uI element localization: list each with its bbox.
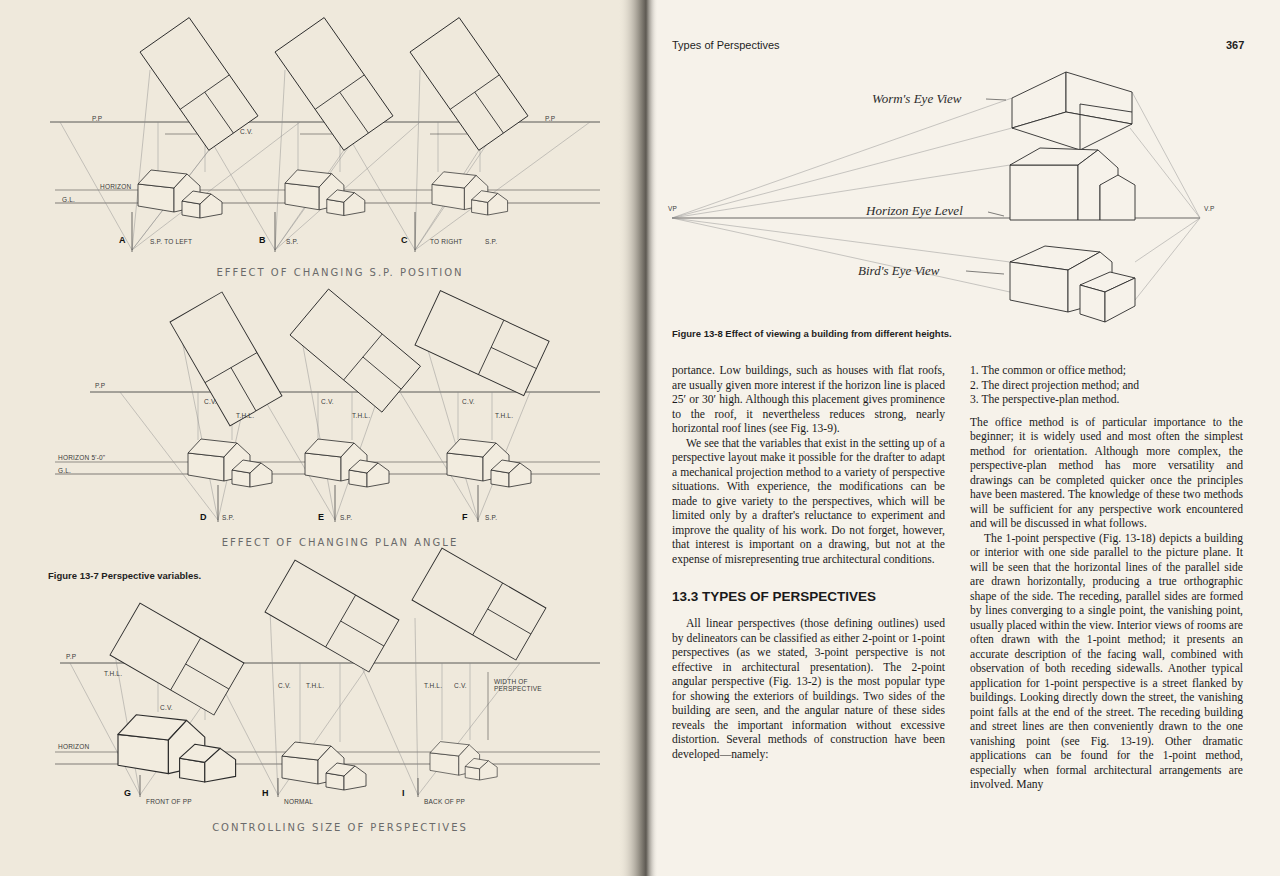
body-paragraph: The office method is of particular impor… <box>970 416 1243 532</box>
drawing-label: P.P <box>545 115 555 122</box>
row-title: EFFECT OF CHANGING PLAN ANGLE <box>222 538 458 548</box>
house-perspective <box>432 172 508 215</box>
drawing-label: G.L. <box>58 467 71 474</box>
building-plan <box>140 18 258 151</box>
building-plan <box>290 289 420 412</box>
view-letter: I <box>402 789 405 798</box>
view-letter: G <box>124 789 131 798</box>
drawing-label: V.P <box>1204 205 1214 212</box>
drawing-label: C.V. <box>204 398 217 405</box>
drawing-label: T.H.L. <box>236 412 254 419</box>
building-plan <box>110 603 244 715</box>
view-letter: D <box>200 513 207 522</box>
drawing-label: WIDTH OF PERSPECTIVE <box>494 678 558 692</box>
right-page <box>640 0 1280 876</box>
view-label: Horizon Eye Level <box>866 204 963 217</box>
drawing-label: VP <box>668 205 677 212</box>
drawing-label: S.P. <box>222 514 234 521</box>
drawing-label: S.P. <box>485 514 497 521</box>
view-letter: B <box>259 236 266 245</box>
figure-caption: Figure 13-7 Perspective variables. <box>48 570 201 581</box>
house-perspective <box>430 742 497 780</box>
building-plan <box>415 291 549 396</box>
house-perspective <box>188 439 272 487</box>
drawing-label: C.V. <box>462 398 475 405</box>
building-plan <box>275 18 393 151</box>
view-label: Worm's Eye View <box>872 92 961 105</box>
building-plan <box>410 18 528 151</box>
drawing-label: T.H.L. <box>495 412 513 419</box>
running-head: Types of Perspectives <box>672 40 780 51</box>
drawing-label: C.V. <box>240 128 253 135</box>
drawing-label: C.V. <box>321 398 334 405</box>
building-plan <box>412 548 546 660</box>
text-column: 1. The common or office method;2. The di… <box>970 364 1243 793</box>
drawing-label: S.P. <box>340 514 352 521</box>
row-title: EFFECT OF CHANGING S.P. POSITION <box>216 268 463 278</box>
drawing-label: C.V. <box>160 704 173 711</box>
body-paragraph: All linear perspectives (those defining … <box>672 617 945 762</box>
drawing-label: T.H.L. <box>352 412 370 419</box>
view-letter: H <box>262 789 269 798</box>
drawing-label: BACK OF PP <box>424 798 465 805</box>
list-item: 3. The perspective-plan method. <box>970 393 1243 408</box>
drawing-label: FRONT OF PP <box>146 798 192 805</box>
view-letter: C <box>401 236 408 245</box>
row-title: CONTROLLING SIZE OF PERSPECTIVES <box>212 823 468 833</box>
drawing-label: S.P. TO LEFT <box>150 238 192 245</box>
view-letter: A <box>119 236 126 245</box>
house-perspective <box>305 439 389 487</box>
drawing-label: NORMAL <box>284 798 313 805</box>
body-paragraph: portance. Low buildings, such as houses … <box>672 364 945 437</box>
building-plan <box>170 292 282 426</box>
drawing-label: P.P <box>66 653 76 660</box>
drawing-label: T.H.L. <box>104 670 122 677</box>
drawing-label: P.P <box>95 382 105 389</box>
drawing-label: T.H.L. <box>424 682 442 689</box>
house-perspective <box>447 439 531 487</box>
body-paragraph: We see that the variables that exist in … <box>672 437 945 568</box>
house-perspective <box>138 170 222 218</box>
drawing-label: P.P <box>92 115 102 122</box>
view-letter: F <box>462 513 468 522</box>
list-item: 2. The direct projection method; and <box>970 379 1243 394</box>
house-perspective <box>285 170 365 216</box>
drawing-label: C.V. <box>454 682 467 689</box>
figure-caption: Figure 13-8 Effect of viewing a building… <box>672 328 952 339</box>
body-paragraph: The 1-point perspective (Fig. 13-18) dep… <box>970 532 1243 793</box>
page-number: 367 <box>1226 40 1244 51</box>
drawing-label: T.H.L. <box>306 682 324 689</box>
gutter-shadow <box>618 0 658 876</box>
house-perspective <box>282 742 366 790</box>
house-perspective <box>118 715 236 782</box>
drawing-label: S.P. <box>286 238 298 245</box>
drawing-label: G.L. <box>62 196 75 203</box>
section-heading: 13.3 TYPES OF PERSPECTIVES <box>672 589 945 605</box>
eye-level-figure <box>672 72 1200 322</box>
drawing-label: HORIZON <box>100 183 131 190</box>
drawing-label: S.P. <box>485 238 497 245</box>
drawing-label: HORIZON <box>58 743 89 750</box>
drawing-label: C.V. <box>278 682 291 689</box>
left-page <box>0 0 640 876</box>
list-item: 1. The common or office method; <box>970 364 1243 379</box>
view-letter: E <box>318 513 324 522</box>
view-label: Bird's Eye View <box>858 264 939 277</box>
drawing-label: TO RIGHT <box>430 238 463 245</box>
drawing-label: HORIZON 5'-0" <box>58 454 105 461</box>
building-plan <box>265 560 399 672</box>
text-column: portance. Low buildings, such as houses … <box>672 364 945 762</box>
